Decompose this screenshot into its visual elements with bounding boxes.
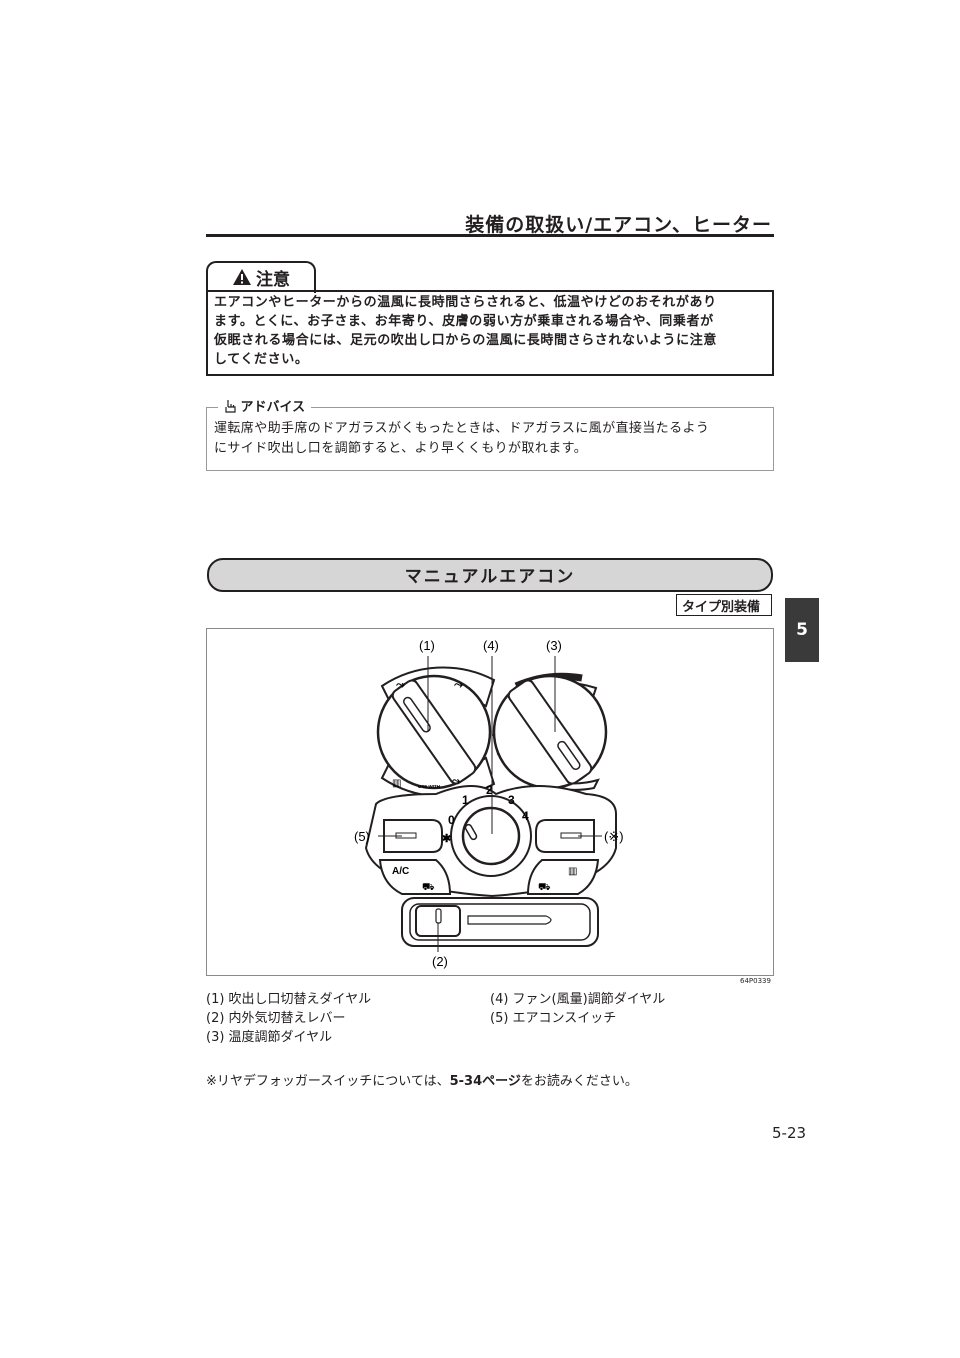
warning-triangle-icon: [233, 269, 251, 285]
callout-4: (4): [483, 638, 499, 653]
section-banner: [207, 558, 773, 592]
vent-face-icon: ⤳: [396, 679, 405, 691]
caution-line: ます。とくに、お子さま、お年寄り、皮膚の弱い方が乗車される場合や、同乗者が: [214, 314, 714, 329]
rear-defogger-switch: [535, 819, 595, 853]
rear-defogger-note: ※リヤデフォッガースイッチについては、5-34ページをお読みください。: [206, 1070, 638, 1089]
car-recirc-icon: ⛟: [422, 882, 435, 893]
advice-text: 運転席や助手席のドアガラスがくもったときは、ドアガラスに風が直接当たるよう にサ…: [214, 419, 770, 459]
advice-label: アドバイス: [240, 400, 306, 415]
ac-control-panel-illustration: ⤳ ⤳ ⤳ ▥ ⤳ USE WITH 0 1 2 3 4 ✱ A/C ⛟ ▥ ⛟: [354, 638, 624, 969]
legend-item: (5) エアコンスイッチ: [490, 1011, 617, 1026]
advice-line: 運転席や助手席のドアガラスがくもったときは、ドアガラスに風が直接当たるよう: [214, 421, 710, 436]
fresh-air-button-right: [526, 859, 600, 895]
recirc-button-left: [378, 859, 452, 895]
legend-left: (1) 吹出し口切替えダイヤル (2) 内外気切替えレバー (3) 温度調節ダイ…: [206, 990, 371, 1047]
advice-box: [206, 407, 774, 471]
rear-defrost-icon: ▥: [568, 866, 577, 877]
fan-scale-0: 0: [448, 813, 455, 827]
legend-item: (2) 内外気切替えレバー: [206, 1011, 346, 1026]
temp-dial-grip: [507, 679, 593, 785]
fan-scale-1: 1: [462, 793, 469, 807]
ac-switch: [383, 819, 443, 853]
note-prefix: ※リヤデフォッガースイッチについては、: [206, 1074, 450, 1089]
type-badge-label: タイプ別装備: [682, 600, 761, 615]
section-title: マニュアルエアコン: [404, 567, 576, 587]
car-fresh-icon: ⛟: [538, 882, 551, 893]
ac-label: A/C: [392, 866, 409, 877]
pointing-hand-icon: [225, 400, 236, 413]
note-suffix: をお読みください。: [520, 1074, 638, 1089]
advice-header: アドバイス: [218, 396, 312, 415]
callout-note: (※): [604, 829, 624, 844]
legend-item: (4) ファン(風量)調節ダイヤル: [490, 992, 666, 1007]
intake-lever-slot: [467, 915, 552, 925]
caution-box: [206, 290, 774, 376]
figure-code: 64P0339: [740, 977, 771, 985]
page-number: 5-23: [772, 1124, 807, 1142]
legend-right: (4) ファン(風量)調節ダイヤル (5) エアコンスイッチ: [490, 990, 665, 1028]
page-reference-link[interactable]: 5-34ページ: [449, 1074, 521, 1089]
fan-icon: ✱: [442, 833, 451, 845]
foot-defrost-icon: ⤳: [452, 776, 460, 787]
caution-tab: 注意: [206, 261, 316, 293]
callout-5: (5): [354, 829, 370, 844]
fan-dial: [461, 806, 521, 866]
vent-bilevel-icon: ⤳: [454, 679, 463, 691]
fan-dial-pointer: [464, 823, 478, 841]
caution-line: してください。: [214, 352, 309, 367]
legend-item: (1) 吹出し口切替えダイヤル: [206, 992, 372, 1007]
caution-line: 仮眠される場合には、足元の吹出し口からの温風に長時間さらされないように注意: [214, 333, 717, 348]
use-with-text: USE WITH: [418, 784, 440, 789]
callout-2: (2): [432, 954, 448, 969]
figure-frame: [206, 628, 774, 976]
fan-scale-4: 4: [522, 809, 529, 823]
callout-3: (3): [546, 638, 562, 653]
header-rule: [206, 234, 774, 237]
legend-item: (3) 温度調節ダイヤル: [206, 1030, 333, 1045]
page-header-title: 装備の取扱い/エアコン、ヒーター: [465, 214, 772, 236]
chapter-tab: 5: [785, 598, 819, 662]
fan-scale-3: 3: [508, 793, 515, 807]
advice-line: にサイド吹出し口を調節すると、より早くくもりが取れます。: [214, 441, 588, 456]
callout-1: (1): [419, 638, 435, 653]
type-badge: [676, 594, 772, 616]
caution-text: エアコンやヒーターからの温風に長時間さらされると、低温やけどのおそれがあり ます…: [214, 293, 770, 369]
defrost-icon: ▥: [392, 778, 401, 789]
fan-scale-2: 2: [486, 783, 493, 797]
caution-line: エアコンやヒーターからの温風に長時間さらされると、低温やけどのおそれがあり: [214, 295, 717, 310]
callout-lines: [378, 656, 602, 952]
caution-label: 注意: [256, 270, 290, 290]
